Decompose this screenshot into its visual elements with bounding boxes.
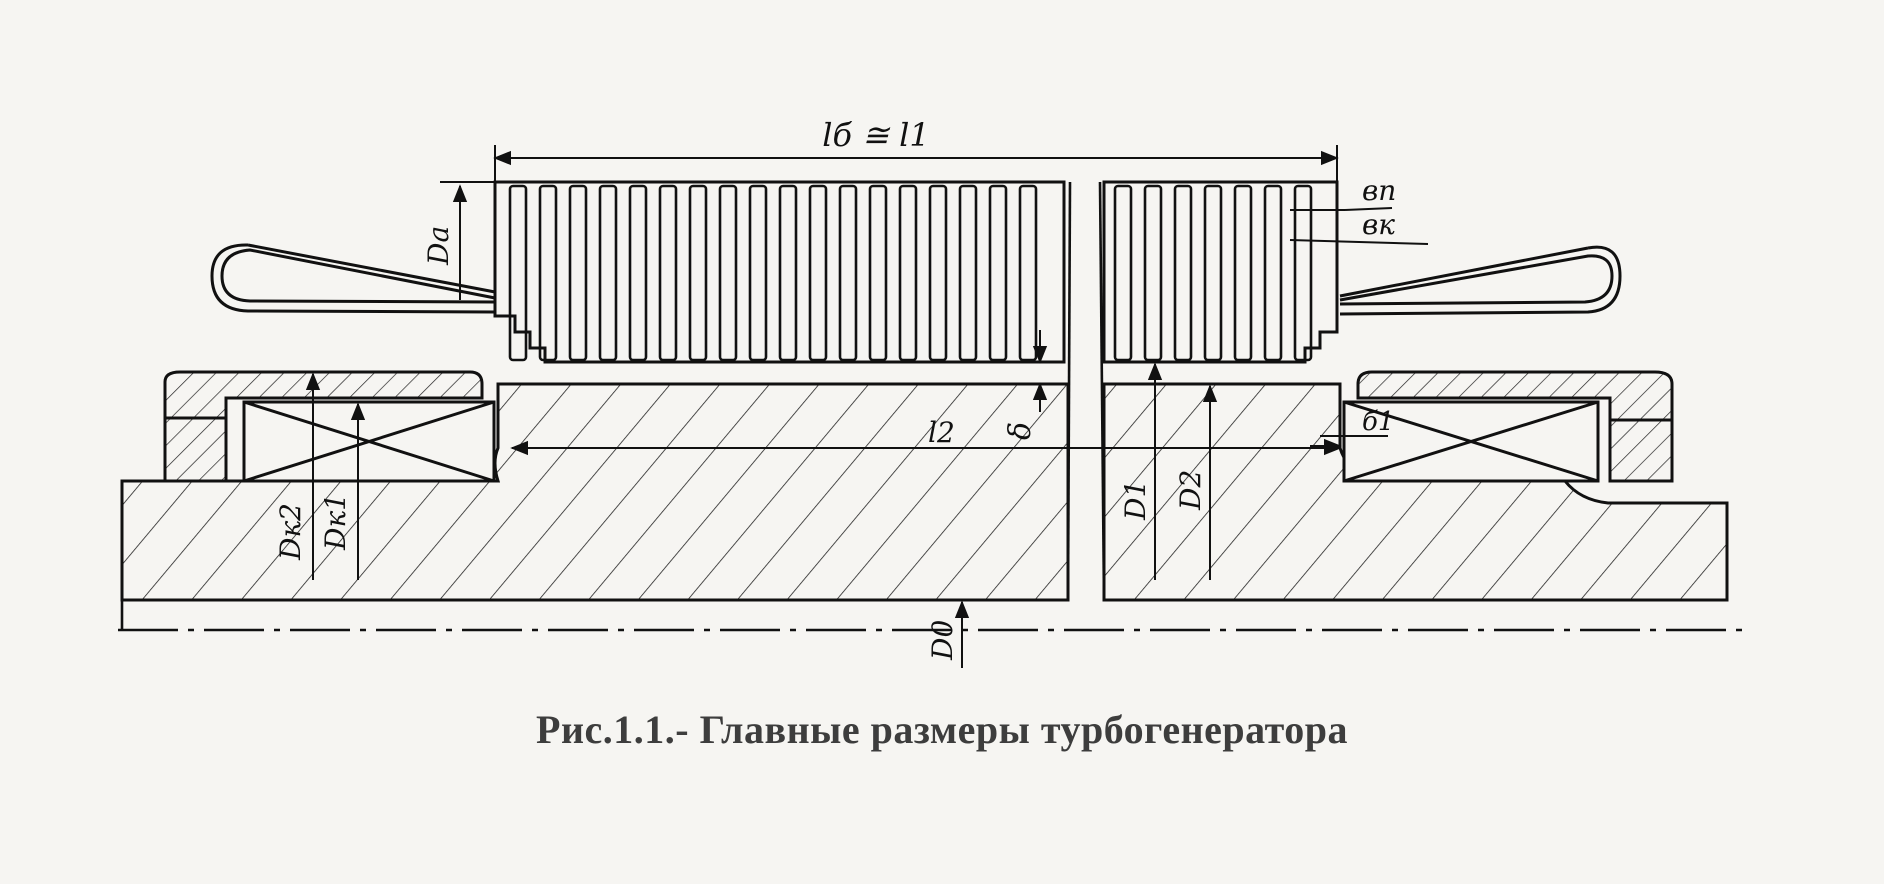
end-winding-right	[1339, 245, 1622, 316]
label-d-a: Da	[422, 226, 455, 266]
stator-slot	[1293, 184, 1313, 362]
stator-slot	[508, 184, 528, 362]
stator-slot	[658, 184, 678, 362]
label-d-0: D0	[926, 620, 959, 661]
stator-core	[493, 180, 1339, 364]
stator-slot	[958, 184, 978, 362]
stator-slot	[538, 184, 558, 362]
label-d-k1: Dк1	[319, 493, 352, 551]
dimension-lines	[305, 145, 1429, 668]
stator-slot	[988, 184, 1008, 362]
label-delta-1: б1	[1362, 407, 1394, 437]
axis-line	[118, 600, 1748, 632]
label-delta: δ	[1003, 422, 1038, 440]
stator-slot	[808, 184, 828, 362]
label-l-2: l2	[928, 416, 955, 449]
stator-slot	[1173, 184, 1193, 362]
label-l-delta: lб ≅ l1	[822, 116, 930, 154]
stator-slot	[748, 184, 768, 362]
stator-slot	[838, 184, 858, 362]
end-winding-left	[210, 243, 496, 314]
label-b-p: вп	[1362, 174, 1396, 207]
dimension-labels: lб ≅ l1 вп вк Da l2 δ б1 Dк2 Dк1 D1 D2 D…	[274, 116, 1396, 661]
stator-slot	[1113, 184, 1133, 362]
center-gap	[1066, 181, 1106, 601]
stator-slot	[928, 184, 948, 362]
stator-slot	[1263, 184, 1283, 362]
label-d-2: D2	[1174, 470, 1207, 511]
stator-slot	[1018, 184, 1038, 362]
figure-caption: Рис.1.1.- Главные размеры турбогенератор…	[536, 707, 1348, 752]
stator-slot	[868, 184, 888, 362]
label-d-k2: Dк2	[274, 503, 307, 561]
stator-slot	[1203, 184, 1223, 362]
stator-slot	[568, 184, 588, 362]
stator-slots	[508, 184, 1313, 362]
stator-slot	[598, 184, 618, 362]
stator-slot	[778, 184, 798, 362]
stator-slot	[898, 184, 918, 362]
stator-slot	[688, 184, 708, 362]
stator-slot	[1143, 184, 1163, 362]
label-d-1: D1	[1119, 480, 1152, 521]
stator-slot	[718, 184, 738, 362]
stator-slot	[1233, 184, 1253, 362]
left-retaining-ring	[163, 370, 496, 483]
right-retaining-ring	[1342, 370, 1674, 483]
label-b-k: вк	[1362, 208, 1395, 241]
stator-slot	[628, 184, 648, 362]
